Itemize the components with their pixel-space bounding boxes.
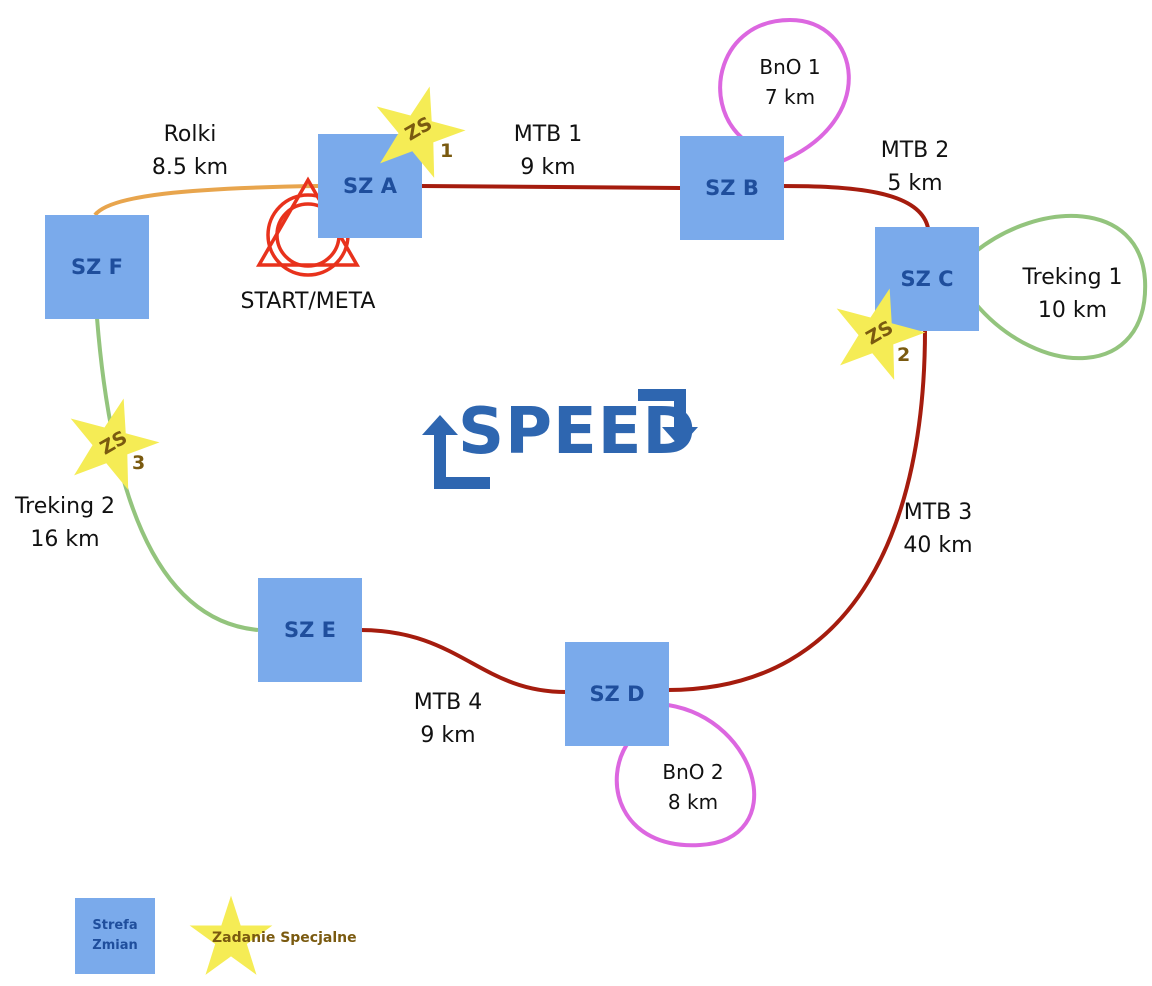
route-rolki <box>93 184 319 217</box>
star-icon <box>189 895 273 975</box>
arrow-down-icon <box>638 389 698 447</box>
legend-star <box>185 893 277 981</box>
zs2-number: 2 <box>897 344 911 366</box>
zone-b: SZ B <box>680 136 784 240</box>
legend-zone-line2: Zmian <box>92 938 138 953</box>
zone-e-label: SZ E <box>283 618 336 642</box>
route-mtb3 <box>667 329 927 692</box>
special-task-star-2 <box>817 271 939 393</box>
zone-b-label: SZ B <box>705 176 759 200</box>
zone-c-label: SZ C <box>900 267 954 291</box>
star-icon <box>376 86 466 178</box>
zs3-number: 3 <box>132 452 146 474</box>
zone-e: SZ E <box>258 578 362 682</box>
route-mtb2 <box>779 184 930 229</box>
zone-d: SZ D <box>565 642 669 746</box>
star-icon <box>836 288 926 380</box>
speed-logo: SPEED <box>420 385 710 495</box>
zone-d-label: SZ D <box>589 682 645 706</box>
legend-star-label: Zadanie Specjalne <box>212 930 357 946</box>
legend-zone-line1: Strefa <box>92 918 138 933</box>
zone-f-label: SZ F <box>70 255 123 279</box>
star-icon <box>70 398 160 490</box>
zs1-number: 1 <box>440 140 454 162</box>
route-mtb1 <box>419 184 681 190</box>
route-bno2 <box>614 703 756 848</box>
route-treking2 <box>95 317 259 632</box>
arrow-up-icon <box>422 415 490 489</box>
route-treking1 <box>973 214 1148 361</box>
route-bno1 <box>718 17 851 164</box>
route-mtb4 <box>359 628 567 694</box>
start-meta-label: START/META <box>240 289 376 314</box>
special-task-star-1 <box>357 69 479 191</box>
legend-zone-box: Strefa Zmian <box>75 898 155 974</box>
speed-logo-text: SPEED <box>458 395 697 469</box>
special-task-star-3 <box>51 381 173 503</box>
zone-f: SZ F <box>45 215 149 319</box>
zone-c: SZ C <box>875 227 979 331</box>
zone-a-label: SZ A <box>343 174 397 198</box>
